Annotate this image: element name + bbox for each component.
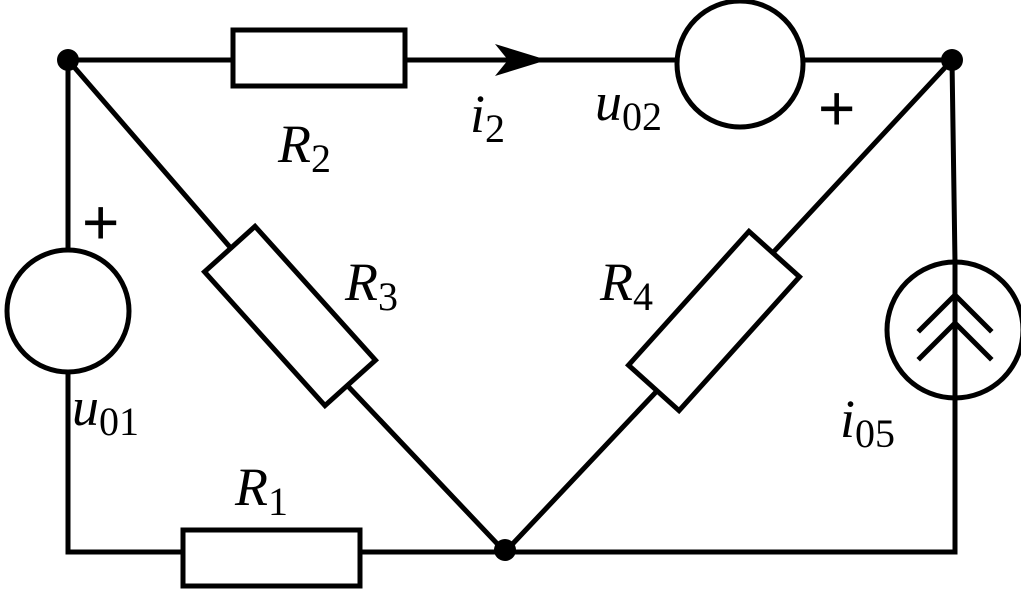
current-source-i05 [884,259,1021,401]
label-r2: R2 [277,114,331,181]
resistor-r4 [624,227,804,415]
label-i2: i2 [470,84,505,151]
node-top-left [57,49,79,71]
wire-r3-lower [340,378,509,556]
wires [64,56,958,556]
up-chevron-icon [916,319,994,362]
resistor-r3 [200,222,380,410]
label-r3: R3 [344,252,398,319]
u02-plus-sign: + [818,72,855,144]
up-chevron-icon [916,291,994,334]
wire-r4-lower [501,389,659,556]
label-u01: u01 [72,377,139,444]
current-arrow-i2 [495,44,547,76]
resistor-r1 [180,527,363,589]
label-r4: R4 [599,252,653,319]
label-u02: u02 [595,72,662,139]
node-bottom-center [494,539,516,561]
wire-r4-upper [764,56,956,262]
wire-r3-upper [64,56,233,250]
node-top-right [941,49,963,71]
u01-plus-sign: + [82,186,119,258]
voltage-source-u01 [4,247,132,375]
wire-right-upper [949,57,958,265]
label-i05: i05 [840,389,895,456]
resistor-r2 [230,27,408,89]
voltage-source-u02 [674,0,806,130]
label-r1: R1 [234,457,288,524]
